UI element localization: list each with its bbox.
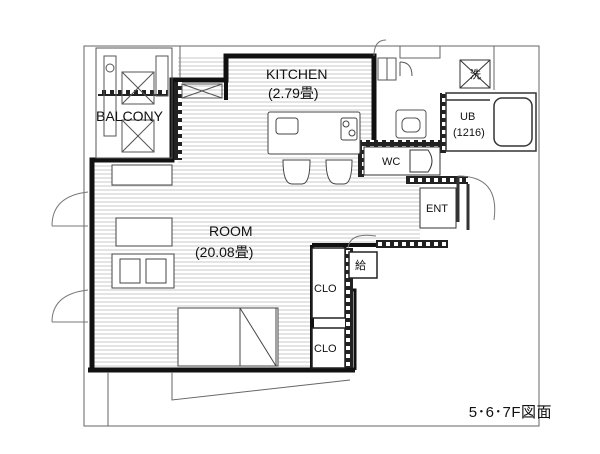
kitchen-island — [267, 111, 361, 185]
wc-room — [363, 146, 441, 176]
washer-label: 洗 — [470, 68, 481, 81]
closet-lower-label: CLO — [314, 343, 337, 355]
ent-label: ENT — [426, 203, 448, 215]
floors-caption: 5･6･7F図面 — [468, 404, 552, 421]
kyu-label: 給 — [355, 258, 366, 272]
balcony-area — [95, 47, 173, 159]
kitchen-fixtures — [181, 57, 413, 99]
unit-bath — [445, 92, 537, 152]
balcony-label: BALCONY — [96, 108, 164, 124]
room-label: ROOM — [209, 223, 253, 239]
washer-space — [459, 59, 491, 89]
entrance — [419, 175, 496, 230]
door-swings — [51, 39, 387, 323]
kitchen-size: (2.79畳) — [268, 85, 319, 101]
ub-size: (1216) — [453, 127, 485, 139]
closet-upper-label: CLO — [314, 283, 337, 295]
ub-label: UB — [460, 111, 475, 123]
room-size: (20.08畳) — [195, 244, 253, 260]
closets — [311, 247, 378, 369]
outline-lines — [83, 45, 540, 427]
room-furniture — [111, 164, 279, 367]
wc-label: WC — [382, 156, 400, 168]
kitchen-label: KITCHEN — [266, 66, 327, 82]
wash-basin — [395, 109, 427, 139]
